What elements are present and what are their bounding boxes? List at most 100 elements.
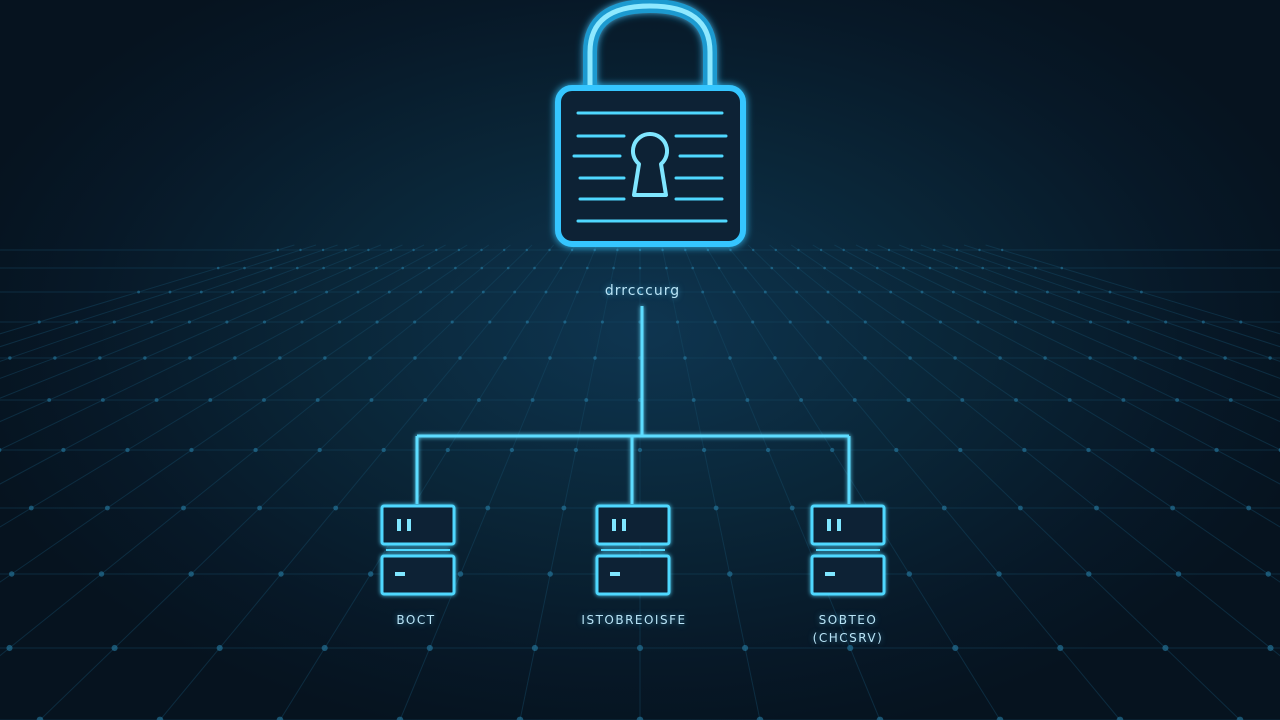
grid-dot (509, 447, 515, 453)
grid-dot (454, 266, 457, 270)
grid-dot (375, 266, 378, 270)
grid-line (0, 244, 511, 657)
grid-dot (98, 571, 105, 577)
grid-dot (636, 644, 644, 652)
grid-dot (262, 320, 267, 324)
grid-dot (1034, 266, 1037, 270)
grid-dot (857, 290, 861, 294)
grid-dot (756, 716, 764, 720)
grid-dot (544, 290, 548, 294)
grid-dot (513, 290, 517, 294)
grid-line (0, 244, 381, 399)
grid-dot (638, 266, 642, 270)
grid-dot (356, 290, 360, 294)
grid-dot (338, 320, 342, 324)
grid-dot (951, 290, 955, 294)
grid-dot (616, 248, 619, 252)
grid-dot (1164, 320, 1168, 324)
grid-line (0, 244, 338, 362)
grid-line (726, 244, 1121, 720)
grid-dot (1013, 320, 1018, 324)
grid-dot (506, 266, 510, 270)
grid-dot (933, 248, 936, 252)
grid-dot (976, 320, 980, 324)
grid-dot (669, 290, 673, 294)
grid-dot (789, 505, 795, 511)
grid-dot (1051, 320, 1055, 324)
grid-dot (262, 398, 266, 402)
grid-line (877, 244, 1280, 423)
grid-dot (889, 290, 893, 294)
grid-dot (516, 716, 524, 720)
grid-line (279, 244, 576, 720)
grid-dot (457, 248, 461, 252)
grid-dot (36, 716, 44, 720)
grid-dot (575, 290, 579, 294)
grid-line (682, 244, 881, 720)
grid-dot (480, 248, 483, 252)
grid-dot (751, 248, 755, 252)
grid-line (0, 244, 446, 485)
grid-dot (1086, 447, 1091, 453)
grid-dot (1116, 716, 1124, 720)
grid-dot (0, 447, 2, 453)
grid-dot (1268, 356, 1272, 360)
grid-dot (104, 505, 110, 511)
grid-dot (742, 644, 749, 652)
grid-dot (1236, 716, 1244, 720)
grid-dot (887, 248, 891, 252)
grid-line (0, 244, 490, 583)
grid-dot (216, 644, 223, 652)
grid-dot (257, 505, 263, 511)
grid-dot (751, 320, 755, 324)
grid-dot (525, 320, 529, 324)
grid-dot (960, 398, 965, 402)
grid-dot (28, 505, 34, 511)
grid-dot (876, 716, 884, 720)
node-label: BOCT (396, 613, 436, 627)
grid-dot (262, 290, 266, 294)
grid-dot (701, 290, 705, 294)
grid-dot (732, 290, 736, 294)
grid-dot (269, 266, 273, 270)
grid-line (399, 244, 598, 720)
grid-dot (600, 320, 604, 324)
grid-line (942, 244, 1280, 362)
grid-dot (435, 248, 438, 252)
grid-dot (1045, 290, 1049, 294)
grid-dot (849, 266, 853, 270)
grid-dot (485, 505, 491, 511)
grid-dot (413, 320, 417, 324)
grid-dot (423, 398, 428, 402)
grid-dot (189, 447, 194, 453)
grid-dot (938, 320, 942, 324)
grid-dot (1246, 505, 1252, 511)
grid-dot (1007, 266, 1011, 270)
grid-dot (61, 447, 66, 453)
grid-dot (701, 447, 707, 453)
server-icon (810, 504, 886, 596)
grid-dot (150, 320, 154, 324)
grid-dot (1077, 290, 1081, 294)
grid-line (0, 244, 468, 528)
grid-dot (570, 248, 574, 252)
padlock-icon (555, 0, 746, 247)
grid-dot (996, 716, 1004, 720)
grid-dot (396, 716, 404, 720)
grid-dot (401, 266, 405, 270)
grid-dot (225, 320, 229, 324)
grid-dot (1150, 447, 1155, 453)
grid-dot (1126, 320, 1130, 324)
grid-line (747, 244, 1241, 720)
grid-dot (143, 356, 147, 360)
grid-dot (1088, 356, 1092, 360)
tree-connectors (415, 306, 851, 504)
grid-dot (525, 248, 529, 252)
grid-dot (585, 266, 589, 270)
grid-dot (1265, 571, 1272, 577)
grid-line (985, 244, 1280, 335)
grid-dot (47, 398, 52, 402)
grid-dot (1060, 266, 1064, 270)
grid-dot (638, 290, 642, 294)
